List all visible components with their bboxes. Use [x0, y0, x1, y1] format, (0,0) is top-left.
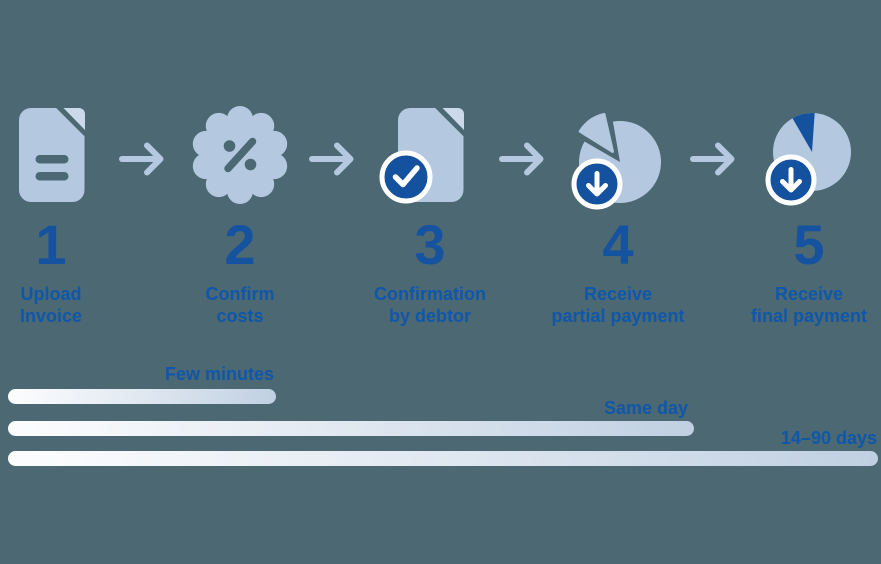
download-circle-icon: [765, 154, 817, 206]
checkmark-circle-icon: [379, 150, 433, 204]
step-2-confirm-costs: 2 Confirm costs: [155, 105, 325, 328]
timeline-label-14-90-days: 14–90 days: [780, 428, 877, 448]
partial-payment-pie-icon: [568, 105, 668, 210]
arrow-right-icon: [499, 142, 544, 176]
step-label-2: Confirm costs: [205, 284, 275, 326]
step-label-1: Upload Invoice: [19, 284, 83, 326]
step-number-1: 1: [35, 213, 67, 276]
timeline-label-few-minutes: Few minutes: [164, 364, 274, 384]
timeline-label-same-day: Same day: [603, 398, 688, 418]
arrow-right-icon: [690, 142, 735, 176]
pie-final-slice: [792, 113, 815, 152]
arrow-right-icon: [309, 142, 354, 176]
step-5-receive-final-payment: 5 Receive final payment: [724, 105, 881, 328]
arrow-right-icon: [119, 142, 164, 176]
percent-badge-icon: [190, 105, 290, 205]
timeline-bar-same-day: [8, 421, 694, 436]
step-label-4: Receive partial payment: [551, 284, 685, 326]
step-number-4: 4: [602, 213, 634, 276]
invoice-document-icon: [1, 105, 101, 205]
final-payment-pie-icon: [759, 105, 859, 206]
document-approved-icon: [379, 105, 480, 205]
step-1-upload-invoice: 1 Upload Invoice: [0, 105, 136, 328]
timeline-bar-14-90-days: [8, 451, 878, 466]
step-3-confirmation-by-debtor: 3 Confirmation by debtor: [345, 105, 515, 328]
timeline-bar-few-minutes: [8, 389, 276, 404]
step-number-3: 3: [414, 213, 446, 276]
step-number-2: 2: [224, 213, 256, 276]
step-number-5: 5: [793, 213, 825, 276]
step-label-3: Confirmation by debtor: [374, 284, 486, 326]
download-circle-icon: [571, 158, 623, 210]
step-label-5: Receive final payment: [750, 284, 868, 326]
step-4-receive-partial-payment: 4 Receive partial payment: [533, 105, 703, 328]
